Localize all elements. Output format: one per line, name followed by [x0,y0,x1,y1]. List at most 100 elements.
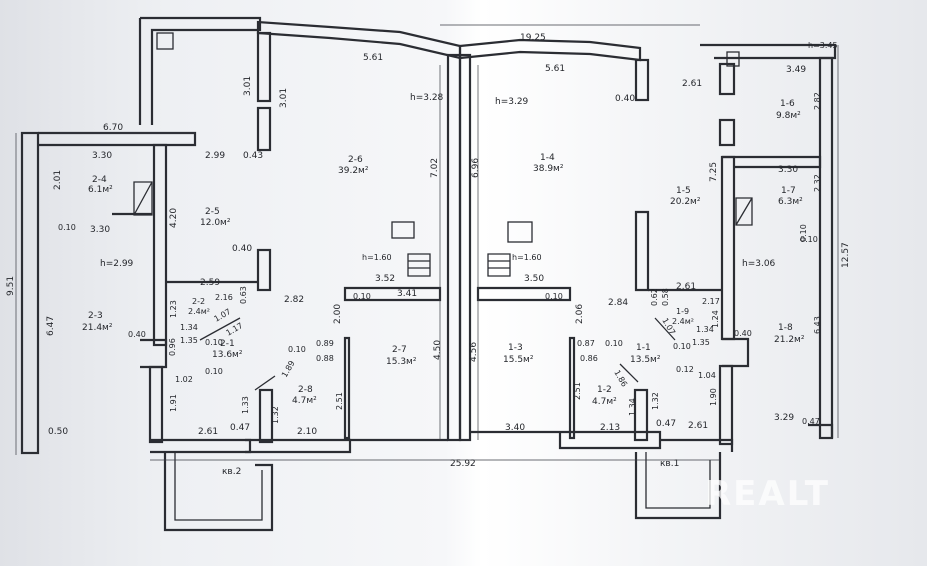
watermark-logo: REALT [705,474,830,514]
room-id-2-5: 2-5 [205,207,220,217]
dim-label: 0.10 [58,223,76,232]
height-stair-left: h=1.60 [362,253,392,262]
dim-label: 2.16 [215,293,233,302]
room-area-1-6: 9.8м² [776,111,801,121]
dim-label: 0.40 [232,244,252,254]
dim-label: 4.20 [169,208,179,228]
dim-label: 2.51 [335,392,344,410]
dim-label: 0.96 [168,338,177,356]
dim-label: 19.25 [520,33,546,43]
room-id-1-8: 1-8 [778,323,793,333]
dim-label: 1.35 [692,338,710,347]
wall-bottom-right [470,430,662,450]
dim-label: 0.10 [799,224,808,242]
walls-right-unit [458,38,837,520]
dim-label: 1.86 [612,369,629,389]
dim-label: 0.43 [243,151,263,161]
dim-label: 2.17 [702,297,720,306]
dim-label: 0.63 [239,286,248,304]
room-area-1-4: 38.9м² [533,164,564,174]
porch-label-left: кв.2 [222,467,241,477]
wall-top-2-4 [38,131,197,147]
dim-label: 1.89 [280,359,297,379]
room-id-2-3: 2-3 [88,311,103,321]
dim-label: 1.35 [180,336,198,345]
dim-label: 3.41 [397,289,417,299]
wall-bottom-1-1 [660,438,734,452]
dim-label: 2.61 [198,427,218,437]
dim-label: 0.62 [650,288,659,306]
room-area-1-7: 6.3м² [778,197,803,207]
dim-label: 0.10 [353,292,371,301]
dim-label: 3.50 [524,274,544,284]
dim-label: 0.40 [128,330,146,339]
wall-stub-043 [256,106,272,152]
room-area-2-8: 4.7м² [292,396,317,406]
door-arcs-right [619,317,676,383]
dim-label: 9.51 [6,276,16,296]
room-area-2-2: 2.4м² [188,307,210,316]
dim-label: 6.43 [813,316,822,334]
dim-label: 0.50 [48,427,68,437]
wall-1-6-left-a [718,62,736,96]
dim-label: 1.34 [628,398,637,416]
stair-landing-right [507,221,533,243]
room-id-2-6: 2-6 [348,155,363,165]
dim-label: 12.57 [841,242,851,268]
fixture-1-7 [735,197,753,226]
dim-label: 2.99 [205,151,225,161]
room-area-1-1: 13.5м² [630,355,661,365]
dim-label: 0.47 [656,419,676,429]
wall-stair-block [138,16,262,125]
dim-label: 2.82 [813,92,822,110]
room-id-1-7: 1-7 [781,186,796,196]
wall-1-5-stub [634,210,650,292]
dim-label: 3.52 [375,274,395,284]
wall-1-2-left [633,388,649,442]
dim-label: 1.90 [709,388,718,406]
room-area-2-7: 15.3м² [386,357,417,367]
room-area-1-8: 21.2м² [774,335,805,345]
dim-label: 4.50 [433,340,443,360]
dim-label: 3.01 [279,88,289,108]
wall-1-8-left [722,337,750,368]
dim-label: 0.40 [734,329,752,338]
dim-label: 1.34 [180,323,198,332]
room-id-1-3: 1-3 [508,343,523,353]
dim-label: 6.96 [471,158,481,178]
height-1-4: h=3.29 [495,97,529,107]
room-id-2-7: 2-7 [392,345,407,355]
dimension-lines [15,24,839,461]
room-id-1-4: 1-4 [540,153,555,163]
room-id-1-1: 1-1 [636,343,651,353]
room-id-1-2: 1-2 [597,385,612,395]
height-top-right: h=3.45 [808,41,838,50]
dim-label: 5.61 [363,53,383,63]
dim-label: 0.47 [802,417,820,426]
dim-label: 7.02 [430,158,440,178]
room-id-1-5: 1-5 [676,186,691,196]
dim-label: 0.86 [580,354,598,363]
dim-label: 2.00 [333,304,343,324]
dim-label: 0.10 [205,338,223,347]
wall-2-7-left [343,336,351,440]
wall-top-1-4 [458,38,642,62]
wall-2-8-left [258,388,274,444]
dim-label: 3.30 [778,165,798,175]
dim-label: 1.04 [698,371,716,380]
dim-label: 3.49 [786,65,806,75]
dim-label: 1.02 [175,375,193,384]
room-id-2-1: 2-1 [220,339,235,349]
room-labels: 2-4 6.1м² 2-5 12.0м² 2-6 39.2м² 2-3 21.4… [82,99,805,477]
dim-label: 0.12 [676,365,694,374]
wall-bottom-2-8 [245,438,352,454]
dim-label: 3.40 [505,423,525,433]
wall-stub-2-5 [256,248,272,292]
room-id-2-8: 2-8 [298,385,313,395]
height-2-6: h=3.28 [410,93,444,103]
dim-label: 1.33 [241,396,250,414]
dim-label: 2.61 [688,421,708,431]
wall-top-1-6 [700,43,837,60]
